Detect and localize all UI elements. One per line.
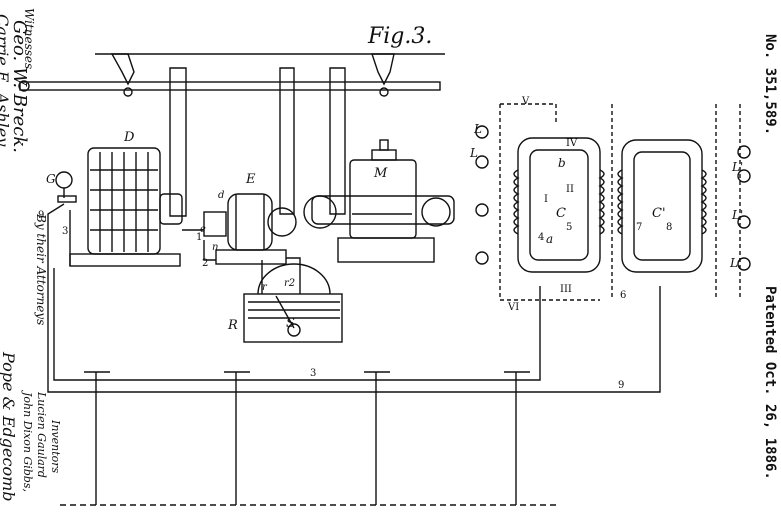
label-G: G [46, 172, 56, 186]
label-L1-c: L' [730, 256, 742, 270]
label-8: 8 [666, 222, 673, 233]
label-4: 4 [538, 232, 545, 243]
label-3: 3 [62, 226, 69, 237]
poles [84, 371, 530, 505]
label-d: d [218, 190, 225, 201]
label-2: 2 [202, 258, 209, 269]
label-n: n [212, 242, 219, 253]
label-1: 1 [196, 232, 203, 243]
witness-signature-2: Carrie E. Ashley [0, 14, 12, 147]
label-E: E [246, 172, 256, 187]
generator-D [69, 147, 183, 267]
label-V: V [522, 96, 530, 107]
inventor-name-1: Lucien Gaulard [35, 392, 48, 478]
engine-M [303, 139, 455, 263]
label-7: 7 [636, 222, 643, 233]
exciter-E [203, 193, 297, 265]
patent-date: Patented Oct. 26, 1886. [762, 286, 778, 480]
label-6: 6 [620, 290, 627, 301]
label-3b: 3 [310, 368, 317, 379]
patent-number: No. 351,589. [762, 34, 778, 136]
label-r: r [262, 282, 267, 293]
label-r2: r2 [284, 278, 296, 289]
lamps-left [475, 125, 489, 265]
witness-signature-1: Geo. W. Breck. [9, 20, 30, 153]
regulator-R [243, 263, 343, 343]
label-L-top: L [474, 122, 482, 136]
label-M: M [374, 166, 388, 181]
label-5: 5 [566, 222, 573, 233]
secondary-generator-C [513, 137, 605, 273]
label-S: S [286, 316, 295, 331]
label-R: R [228, 318, 238, 333]
label-C1: C' [652, 206, 666, 221]
secondary-generator-C1 [617, 139, 707, 273]
inventor-name-2: John Dixon Gibbs, [21, 392, 34, 492]
label-L1-a: L' [732, 160, 744, 174]
label-VI: VI [508, 302, 520, 313]
figure-label: Fig.3. [368, 24, 433, 49]
label-L-mid: L [470, 146, 478, 160]
label-III: III [560, 284, 572, 295]
label-a: a [546, 232, 554, 246]
lamps-right [737, 145, 751, 271]
label-C: C [556, 206, 566, 221]
by-their-attorneys: By their Attorneys [34, 214, 48, 326]
label-9b: 9 [618, 380, 625, 391]
label-II: II [566, 184, 574, 195]
label-I: I [544, 194, 548, 205]
label-IV: IV [566, 138, 578, 149]
label-D: D [124, 130, 135, 145]
label-L1-b: L' [732, 208, 744, 222]
label-e: e [200, 224, 206, 235]
attorney-signature: Pope & Edgecomb [0, 352, 18, 502]
inventors-heading: Inventors [49, 420, 62, 474]
label-b: b [558, 156, 566, 170]
label-9: 9 [38, 210, 45, 221]
